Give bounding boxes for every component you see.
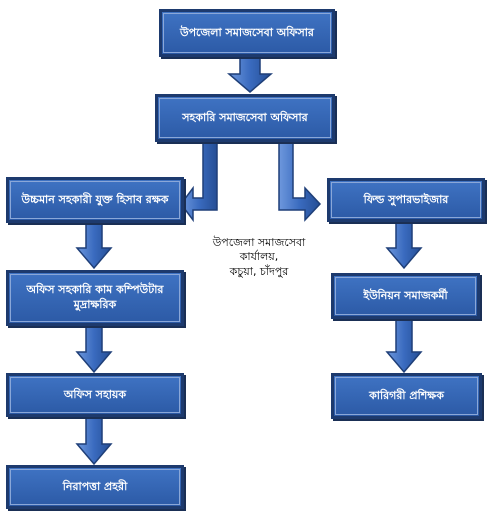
node-field-supervisor: ফিল্ড সুপারভাইজার [327,178,485,222]
office-location-line-2: কার্যালয়, [239,250,279,264]
office-location-label: উপজেলা সমাজসেবা কার্যালয়, কচুয়া, চাঁদপ… [200,236,318,279]
arrow-accountant-to-office-assistant [75,223,113,270]
arrow-office-assistant-to-helper [75,326,113,374]
node-upazila-officer: উপজেলা সমাজসেবা অফিসার [159,9,335,57]
arrow-asst-to-accountant [180,141,218,223]
node-night-guard: নিরাপত্তা প্রহরী [6,465,184,509]
node-office-helper: অফিস সহায়ক [6,373,184,417]
node-upper-asst-accountant: উচ্চমান সহকারী যুক্ত হিসাব রক্ষক [6,177,184,223]
office-location-line-1: উপজেলা সমাজসেবা [212,236,306,249]
node-office-assistant-typist: অফিস সহকারি কাম কম্পিউটার মুদ্রাক্ষরিক [6,270,184,326]
arrow-asst-to-supervisor [278,141,322,222]
arrow-officer-to-asst [226,57,274,93]
arrow-union-worker-to-instructor [385,319,423,374]
office-location-line-3: কচুয়া, চাঁদপুর [229,264,289,278]
arrow-supervisor-to-union-worker [385,222,423,270]
node-asst-officer: সহকারি সমাজসেবা অফিসার [155,94,335,142]
node-technical-instructor: কারিগরী প্রশিক্ষক [331,373,482,419]
node-union-social-worker: ইউনিয়ন সমাজকর্মী [331,273,480,319]
arrow-helper-to-guard [75,417,113,466]
